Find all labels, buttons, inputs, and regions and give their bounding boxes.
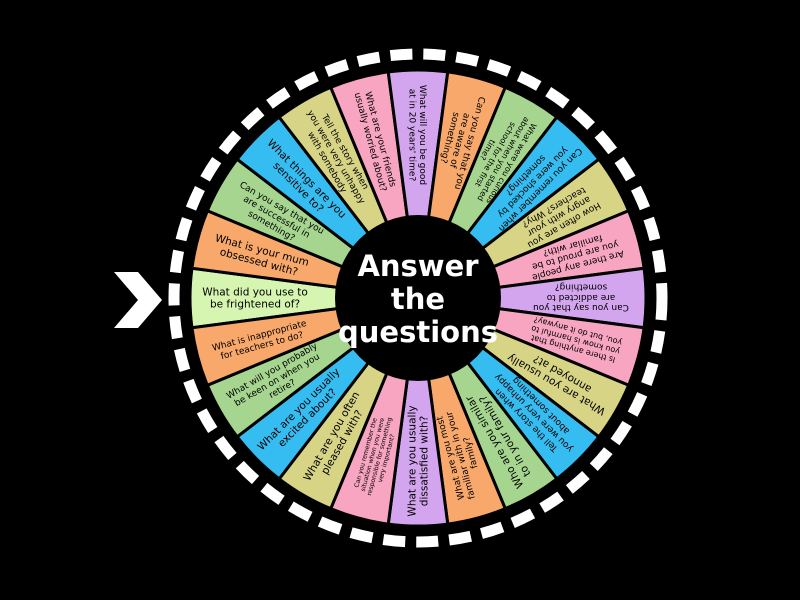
center-title-line-2: the [391,282,445,316]
wheel-center[interactable] [335,215,501,381]
pointer-chevron-icon [114,272,162,328]
wheel-segment[interactable]: What are you usuallydissatisfied with? [386,297,450,528]
wheel-segment-question: Can you say that youare addicted tosomet… [533,282,629,313]
center-title-line-1: Answer [357,249,479,283]
dashed-ring [168,48,668,548]
wheel-segment-question: What will you be goodat in 20 years' tim… [407,85,427,185]
center-title-line-3: questions [338,315,498,349]
wheel-segment-question: What are you usuallydissatisfied with? [407,405,431,516]
center-title: Answer the questions [338,249,498,349]
